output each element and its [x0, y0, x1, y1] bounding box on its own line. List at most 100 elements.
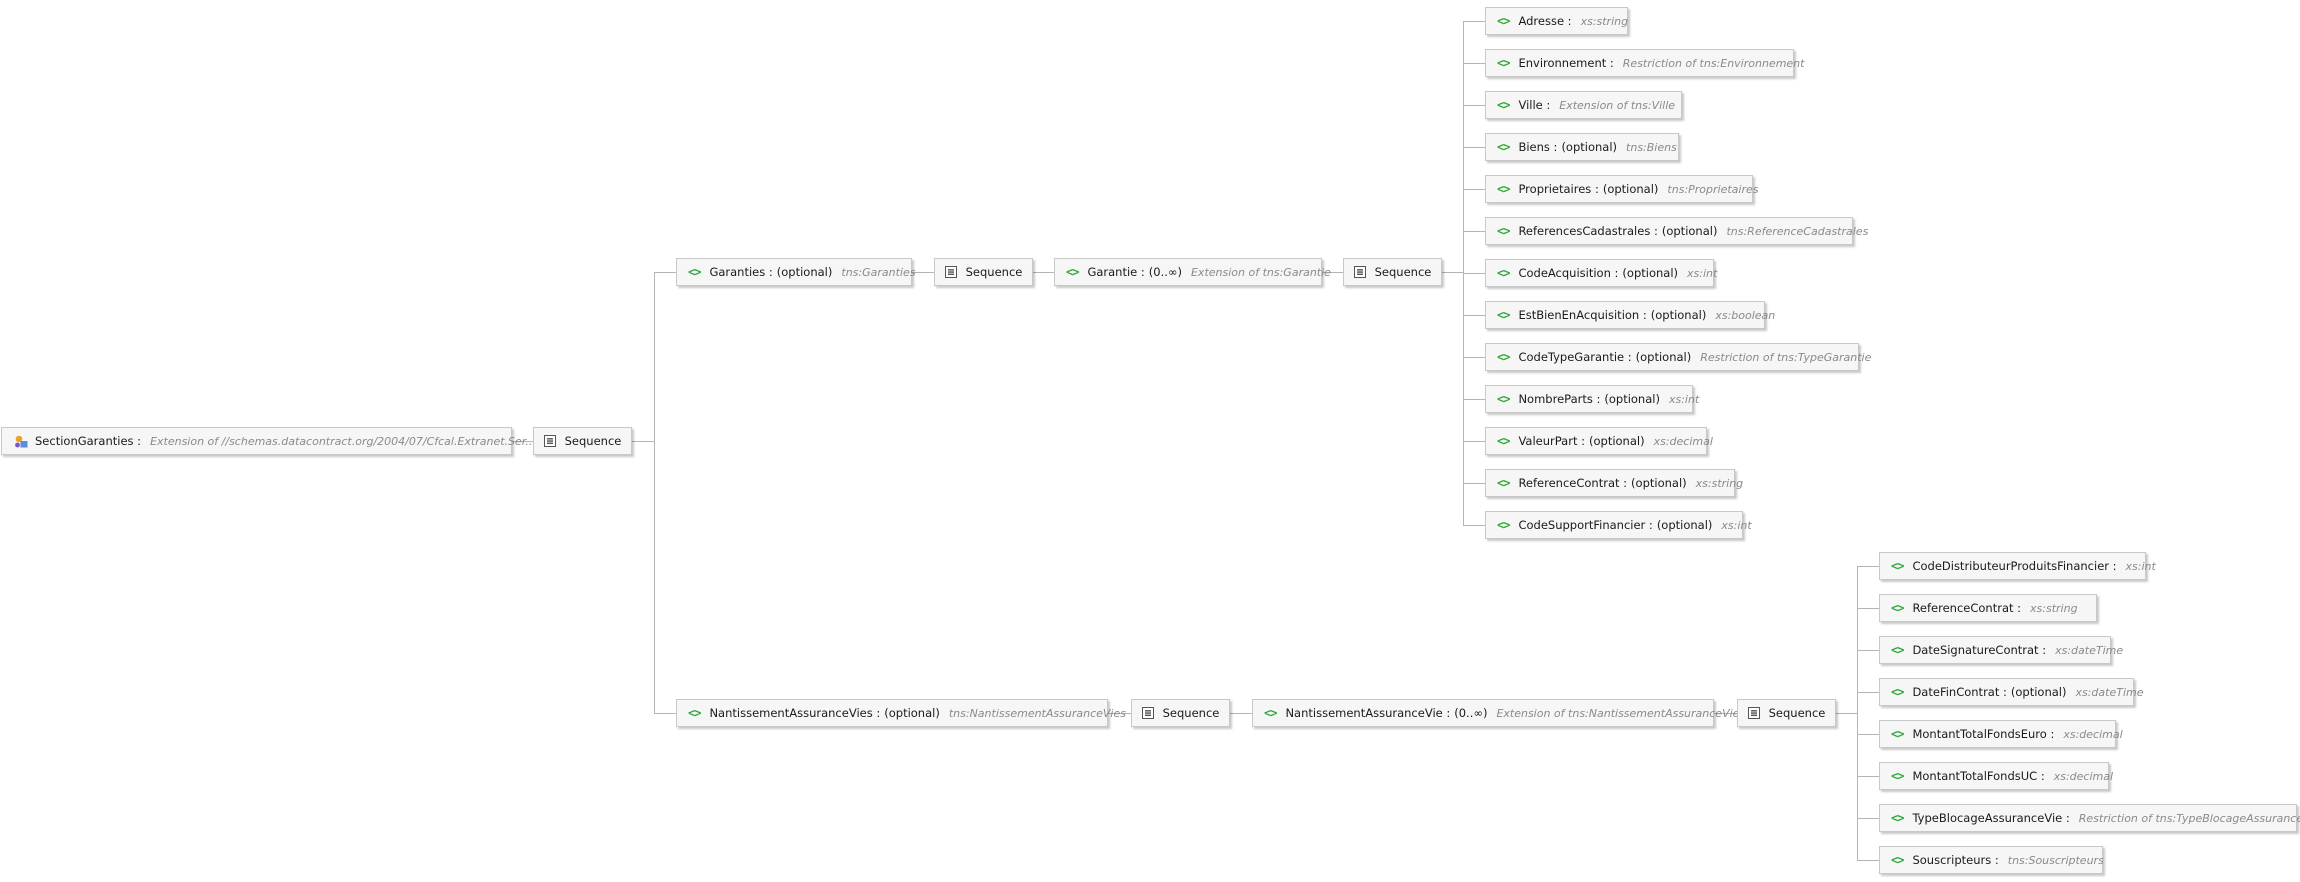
element-name: Proprietaires :	[1518, 182, 1599, 196]
element-type: xs:int	[2125, 559, 2156, 573]
element-icon: <>	[1497, 434, 1510, 448]
root-element-section-garanties[interactable]: SectionGaranties : Extension of //schemas…	[1, 427, 536, 455]
sequence-garantie[interactable]: Sequence	[1343, 258, 1442, 286]
sequence-icon	[1353, 266, 1366, 278]
element-icon: <>	[1497, 476, 1510, 490]
element-name-text: SectionGaranties	[35, 434, 134, 448]
field-codesupportfinancier[interactable]: <>CodeSupportFinancier :(optional)xs:int	[1485, 511, 1752, 539]
field-proprietaires[interactable]: <>Proprietaires :(optional)tns:Proprieta…	[1485, 175, 1759, 203]
element-name-text: ValeurPart	[1518, 434, 1578, 448]
sequence-nantissements[interactable]: Sequence	[1131, 699, 1230, 727]
field-typeblocageassurancevie[interactable]: <>TypeBlocageAssuranceVie :Restriction o…	[1879, 804, 2300, 832]
field-datefincontrat[interactable]: <>DateFinContrat :(optional)xs:dateTime	[1879, 678, 2144, 706]
field-montanttotalfondseuro[interactable]: <>MontantTotalFondsEuro :xs:decimal	[1879, 720, 2123, 748]
element-nantissement-assurance-vies[interactable]: <>NantissementAssuranceVies :(optional)t…	[676, 699, 1126, 727]
field-environnement[interactable]: <>Environnement :Restriction of tns:Envi…	[1485, 49, 1804, 77]
element-name-text: MontantTotalFondsEuro	[1912, 727, 2047, 741]
field-datesignaturecontrat[interactable]: <>DateSignatureContrat :xs:dateTime	[1879, 636, 2123, 664]
field-codetypegarantie[interactable]: <>CodeTypeGarantie :(optional)Restrictio…	[1485, 343, 1871, 371]
element-nantissement-assurance-vie[interactable]: <>NantissementAssuranceVie :(0..∞)Extens…	[1252, 699, 1739, 727]
element-name-text: Environnement	[1518, 56, 1607, 70]
sequence-label: Sequence	[965, 265, 1023, 279]
element-icon: <>	[1497, 224, 1510, 238]
sequence-label: Sequence	[1768, 706, 1826, 720]
element-name-text: MontantTotalFondsUC	[1912, 769, 2038, 783]
complex-type-icon	[15, 435, 28, 447]
sequence-label: Sequence	[1374, 265, 1432, 279]
element-name: NantissementAssuranceVies :	[709, 706, 881, 720]
element-name: NombreParts :	[1518, 392, 1601, 406]
element-icon: <>	[1891, 853, 1904, 867]
element-type: xs:decimal	[1653, 434, 1713, 448]
sequence-garanties[interactable]: Sequence	[934, 258, 1033, 286]
element-occurrence: (0..∞)	[1148, 265, 1182, 279]
element-type: xs:int	[1668, 392, 1700, 406]
element-icon: <>	[1497, 350, 1510, 364]
element-name: SectionGaranties :	[35, 434, 142, 448]
element-type: xs:dateTime	[2055, 643, 2124, 657]
element-icon: <>	[1497, 56, 1510, 70]
element-name: MontantTotalFondsEuro :	[1912, 727, 2055, 741]
element-occurrence: (optional)	[2010, 685, 2067, 699]
field-souscripteurs[interactable]: <>Souscripteurs :tns:Souscripteurs	[1879, 846, 2104, 874]
element-name: CodeDistributeurProduitsFinancier :	[1912, 559, 2117, 573]
sequence-main[interactable]: Sequence	[533, 427, 632, 455]
element-type: tns:Biens	[1626, 140, 1677, 154]
element-occurrence: (optional)	[1604, 392, 1660, 406]
element-name-text: ReferencesCadastrales	[1518, 224, 1651, 238]
element-name: CodeTypeGarantie :	[1518, 350, 1632, 364]
element-name-text: ReferenceContrat	[1518, 476, 1620, 490]
element-type: xs:int	[1687, 266, 1718, 280]
field-montanttotalfondsuc[interactable]: <>MontantTotalFondsUC :xs:decimal	[1879, 762, 2113, 790]
sequence-nantissement[interactable]: Sequence	[1737, 699, 1836, 727]
field-codedistributeurproduitsfinancier[interactable]: <> CodeDistributeurProduitsFinancier : xs:…	[1879, 552, 2156, 580]
element-name: ReferenceContrat :	[1912, 601, 2022, 615]
element-type: tns:Souscripteurs	[2007, 853, 2104, 867]
element-icon: <>	[1891, 769, 1904, 783]
element-name-text: CodeSupportFinancier	[1518, 518, 1646, 532]
element-type: Extension of tns:Garantie	[1190, 265, 1331, 279]
element-occurrence: (0..∞)	[1454, 706, 1488, 720]
element-icon: <>	[1264, 706, 1277, 720]
field-referencecontrat[interactable]: <> ReferenceContrat : xs:string	[1879, 594, 2097, 622]
element-icon: <>	[1891, 601, 1904, 615]
element-name-text: NantissementAssuranceVie	[1285, 706, 1443, 720]
element-icon: <>	[1066, 265, 1079, 279]
element-occurrence: (optional)	[1661, 224, 1718, 238]
element-garanties[interactable]: <>Garanties :(optional)tns:Garanties	[676, 258, 916, 286]
element-name-text: DateSignatureContrat	[1912, 643, 2039, 657]
element-icon: <>	[1497, 140, 1510, 154]
field-codeacquisition[interactable]: <>CodeAcquisition :(optional)xs:int	[1485, 259, 1718, 287]
sequence-icon	[1141, 707, 1154, 719]
element-occurrence: (optional)	[1631, 476, 1687, 490]
field-referencescadastrales[interactable]: <>ReferencesCadastrales :(optional)tns:R…	[1485, 217, 1868, 245]
element-type: Extension of //schemas.datacontract.org/…	[150, 434, 536, 448]
element-name: MontantTotalFondsUC :	[1912, 769, 2045, 783]
element-icon: <>	[1891, 559, 1904, 573]
element-type: tns:Garanties	[841, 265, 916, 279]
element-type: Extension of tns:NantissementAssuranceVi…	[1496, 706, 1740, 720]
field-referencecontrat[interactable]: <>ReferenceContrat :(optional)xs:string	[1485, 469, 1743, 497]
field-nombreparts[interactable]: <>NombreParts :(optional)xs:int	[1485, 385, 1699, 413]
element-name-text: Biens	[1518, 140, 1550, 154]
element-name-text: CodeDistributeurProduitsFinancier	[1912, 559, 2110, 573]
field-adresse[interactable]: <>Adresse :xs:string	[1485, 7, 1628, 35]
element-type: xs:string	[1580, 14, 1629, 28]
element-garantie[interactable]: <>Garantie :(0..∞)Extension of tns:Garan…	[1054, 258, 1331, 286]
field-estbienenacquisition[interactable]: <>EstBienEnAcquisition :(optional)xs:boo…	[1485, 301, 1775, 329]
field-valeurpart[interactable]: <>ValeurPart :(optional)xs:decimal	[1485, 427, 1713, 455]
element-icon: <>	[1497, 518, 1510, 532]
sequence-label: Sequence	[564, 434, 622, 448]
element-occurrence: (optional)	[1589, 434, 1645, 448]
field-biens[interactable]: <>Biens :(optional)tns:Biens	[1485, 133, 1679, 161]
element-type: xs:dateTime	[2075, 685, 2144, 699]
element-type: Extension of tns:Ville	[1559, 98, 1676, 112]
field-ville[interactable]: <>Ville :Extension of tns:Ville	[1485, 91, 1682, 119]
sequence-icon	[543, 435, 556, 447]
element-type: xs:string	[2030, 601, 2078, 615]
element-name-text: ReferenceContrat	[1912, 601, 2014, 615]
element-name: Biens :	[1518, 140, 1558, 154]
element-occurrence: (optional)	[776, 265, 833, 279]
element-icon: <>	[1891, 643, 1904, 657]
element-name-text: EstBienEnAcquisition	[1518, 308, 1640, 322]
